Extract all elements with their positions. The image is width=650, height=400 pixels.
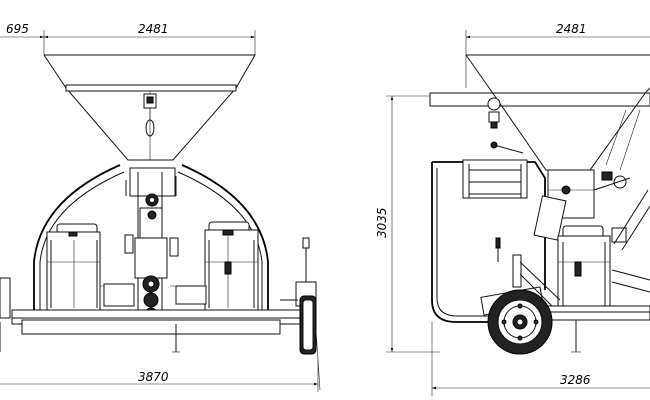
front-hopper bbox=[43, 54, 256, 161]
front-top-dimensions: 695 2481 bbox=[0, 22, 256, 55]
side-bottom-dimension: 3286 bbox=[431, 322, 650, 396]
side-view: 2481 3035 bbox=[375, 22, 650, 396]
dim-front-overhang: 695 bbox=[6, 22, 29, 36]
dim-side-total-length: 3286 bbox=[560, 373, 591, 387]
front-bottom-dimension: 3870 bbox=[0, 360, 319, 392]
side-body-frame bbox=[431, 159, 546, 323]
front-right-wheel bbox=[280, 237, 321, 391]
front-frame bbox=[0, 277, 301, 353]
dim-front-hopper-width: 2481 bbox=[138, 22, 169, 36]
dim-side-height: 3035 bbox=[375, 207, 389, 238]
front-right-seed-box bbox=[175, 221, 259, 311]
side-wheel bbox=[487, 289, 553, 355]
front-shaft bbox=[143, 93, 157, 137]
front-left-seed-box bbox=[46, 223, 135, 311]
side-hanging-fitting bbox=[487, 97, 524, 154]
side-top-dimension: 2481 bbox=[465, 22, 650, 88]
side-hopper bbox=[429, 54, 650, 171]
dim-side-hopper-width: 2481 bbox=[556, 22, 587, 36]
front-view: 695 2481 bbox=[0, 22, 321, 392]
side-gearbox bbox=[533, 169, 631, 241]
front-arch bbox=[33, 164, 269, 320]
dim-front-total-width: 3870 bbox=[138, 370, 169, 384]
side-height-dimension: 3035 bbox=[375, 95, 440, 353]
front-central-column bbox=[70, 167, 230, 322]
